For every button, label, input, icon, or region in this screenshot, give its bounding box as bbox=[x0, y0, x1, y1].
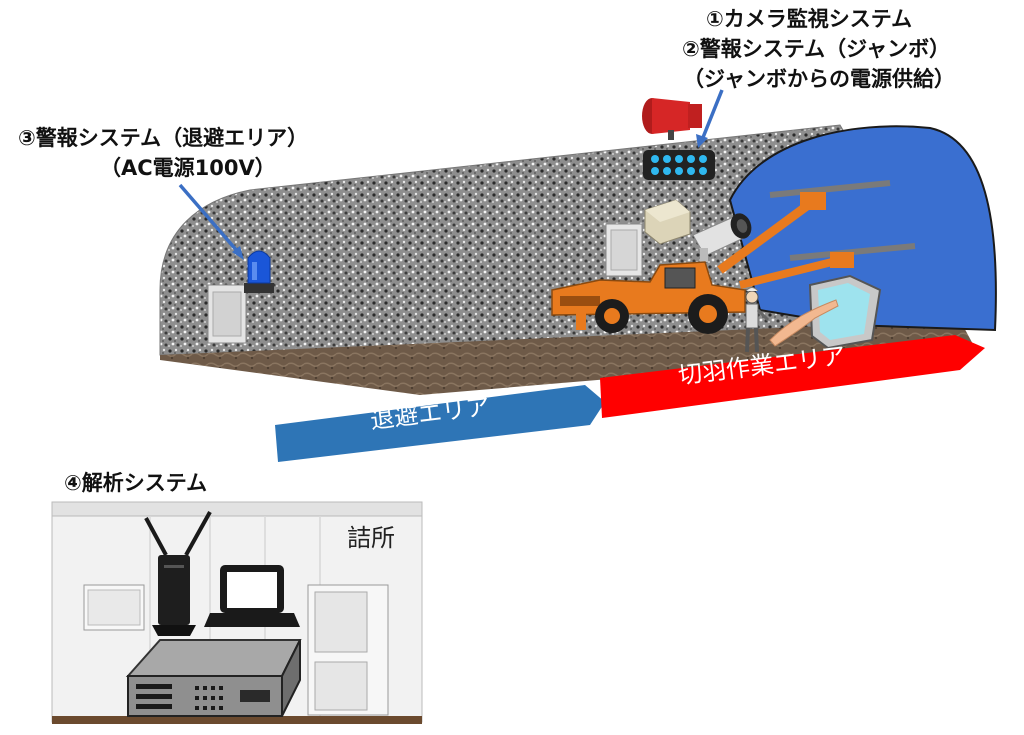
tunnel-face bbox=[728, 125, 997, 332]
analysis-system-label: ④解析システム bbox=[64, 471, 208, 495]
pointer-arrow-evac bbox=[178, 183, 240, 254]
camera-junction-box bbox=[644, 199, 691, 245]
pointer-arrow-jumbo bbox=[700, 89, 724, 141]
alarm-evac-label: ③警報システム（退避エリア） bbox=[18, 126, 309, 150]
evacuation-area-arrow bbox=[275, 385, 605, 462]
router-icon bbox=[144, 511, 212, 636]
drill-jumbo-icon bbox=[551, 180, 916, 334]
laptop-icon bbox=[204, 565, 300, 627]
server-icon bbox=[125, 639, 302, 717]
jumbo-control-box bbox=[605, 223, 643, 277]
ac-power-label: （AC電源100V） bbox=[100, 156, 276, 180]
siren-icon bbox=[642, 98, 702, 140]
led-light-bar-icon bbox=[643, 150, 715, 180]
evac-control-box bbox=[207, 284, 247, 344]
rotating-beacon-icon bbox=[244, 250, 274, 293]
alarm-jumbo-label: ②警報システム（ジャンボ） bbox=[682, 37, 951, 61]
jumbo-power-label: （ジャンボからの電源供給） bbox=[683, 67, 955, 91]
cutting-area-arrow bbox=[600, 335, 985, 418]
worker-icon bbox=[745, 287, 770, 353]
office-label: 詰所 bbox=[347, 524, 395, 552]
camera-icon bbox=[692, 213, 752, 262]
camera-system-label: ①カメラ監視システム bbox=[706, 7, 913, 31]
touch-panel-icon bbox=[769, 274, 882, 350]
